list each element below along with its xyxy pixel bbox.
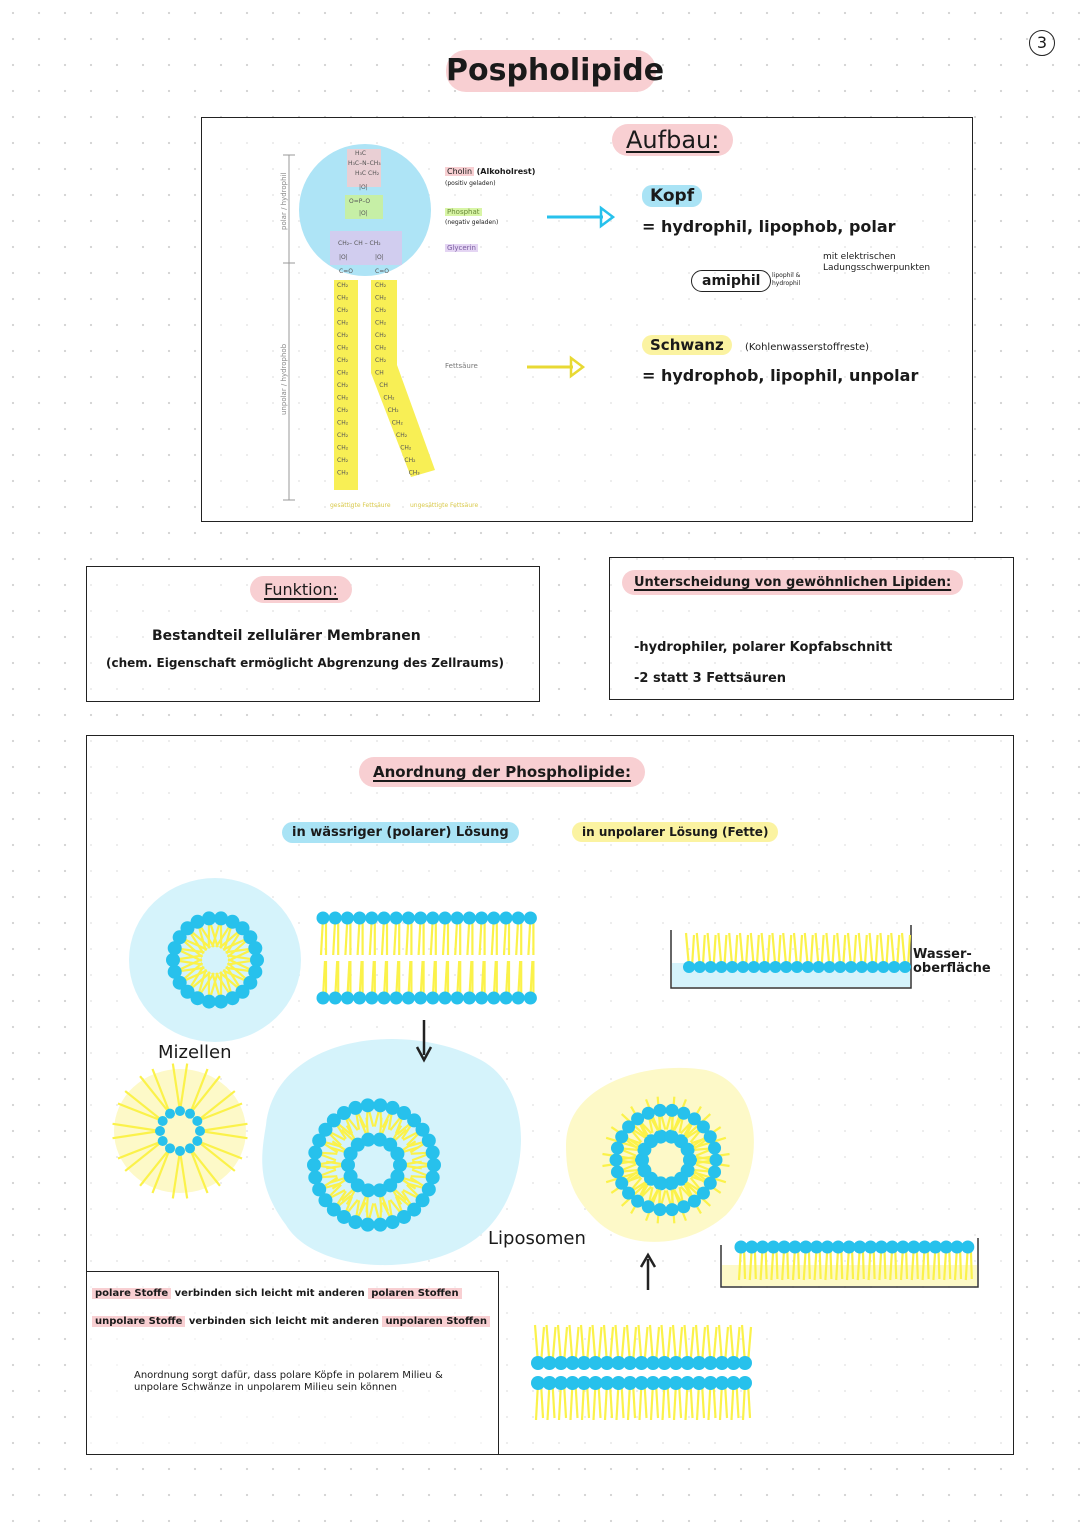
svg-text:CH₂: CH₂ bbox=[337, 370, 349, 377]
svg-text:H₃C CH₂: H₃C CH₂ bbox=[355, 170, 380, 177]
saturated-label: gesättigte Fettsäure bbox=[330, 502, 391, 509]
svg-text:CH₂: CH₂ bbox=[337, 345, 349, 352]
svg-text:CH₂: CH₂ bbox=[337, 407, 349, 414]
svg-text:CH₂: CH₂ bbox=[375, 357, 387, 364]
svg-text:CH₂: CH₂ bbox=[375, 282, 387, 289]
unterscheidung-heading: Unterscheidung von gewöhnlichen Lipiden: bbox=[622, 570, 964, 595]
svg-text:CH₂: CH₂ bbox=[337, 307, 349, 314]
note-unpolar: unpolare Stoffe verbinden sich leicht mi… bbox=[92, 1316, 491, 1327]
kopf-label: Kopf bbox=[642, 185, 703, 207]
svg-text:CH₂: CH₂ bbox=[375, 295, 387, 302]
svg-text:|O|: |O| bbox=[375, 254, 384, 261]
svg-text:CH: CH bbox=[379, 382, 388, 389]
funktion-box bbox=[86, 566, 540, 702]
unterscheidung-item-1: -2 statt 3 Fettsäuren bbox=[634, 671, 787, 686]
liposomen-label: Liposomen bbox=[488, 1228, 586, 1249]
kopf-desc: = hydrophil, lipophob, polar bbox=[642, 217, 896, 236]
svg-text:CH₂: CH₂ bbox=[396, 432, 408, 439]
svg-text:CH₂: CH₂ bbox=[337, 295, 349, 302]
funktion-line1: Bestandteil zellulärer Membranen bbox=[152, 628, 421, 644]
svg-text:|O|: |O| bbox=[359, 184, 368, 191]
unterscheidung-item-0: -hydrophiler, polarer Kopfabschnitt bbox=[634, 640, 893, 655]
svg-text:CH₂: CH₂ bbox=[375, 345, 387, 352]
arrow-to-kopf bbox=[547, 205, 615, 229]
svg-text:O=P–O: O=P–O bbox=[349, 198, 370, 205]
wasser-label: Wasser-oberfläche bbox=[913, 947, 991, 976]
svg-text:CH₂: CH₂ bbox=[375, 332, 387, 339]
svg-text:CH₂: CH₂ bbox=[388, 407, 400, 414]
svg-text:CH₂: CH₂ bbox=[392, 420, 404, 427]
svg-text:C=O: C=O bbox=[339, 268, 353, 275]
polar-solution-label: in wässriger (polarer) Lösung bbox=[282, 822, 519, 843]
cholin-label: Cholin (Alkoholrest) (positiv geladen) bbox=[445, 167, 536, 187]
kopf-note: mit elektrischen Ladungsschwerpunkten bbox=[823, 252, 931, 273]
svg-text:C=O: C=O bbox=[375, 268, 389, 275]
svg-text:H₃C: H₃C bbox=[355, 150, 366, 157]
schwanz-desc: = hydrophob, lipophil, unpolar bbox=[642, 366, 919, 385]
funktion-line2: (chem. Eigenschaft ermöglicht Abgrenzung… bbox=[106, 656, 505, 670]
svg-text:H₃C–N–CH₃: H₃C–N–CH₃ bbox=[348, 160, 381, 167]
page-number: 3 bbox=[1029, 30, 1055, 56]
note-polar: polare Stoffe verbinden sich leicht mit … bbox=[92, 1288, 462, 1299]
svg-text:CH₂: CH₂ bbox=[337, 282, 349, 289]
micelle-water-blob bbox=[129, 878, 301, 1042]
svg-text:CH₂: CH₂ bbox=[337, 320, 349, 327]
anordnung-heading: Anordnung der Phospholipide: bbox=[359, 757, 645, 787]
svg-text:CH₂: CH₂ bbox=[337, 432, 349, 439]
svg-text:CH₃: CH₃ bbox=[337, 470, 349, 477]
svg-text:CH₂: CH₂ bbox=[337, 420, 349, 427]
svg-text:CH₂: CH₂ bbox=[383, 395, 395, 402]
svg-text:|O|: |O| bbox=[359, 210, 368, 217]
fettsaeure-label: Fettsäure bbox=[445, 362, 478, 370]
note-anordnung: Anordnung sorgt dafür, dass polare Köpfe… bbox=[134, 1370, 443, 1393]
schwanz-label: Schwanz (Kohlenwasserstoffreste) bbox=[642, 335, 869, 355]
small-micelle-blob bbox=[114, 1069, 246, 1193]
svg-text:CH₂– CH – CH₂: CH₂– CH – CH₂ bbox=[338, 240, 381, 247]
amphiphil-badge: amiphil bbox=[691, 270, 772, 292]
svg-text:CH₂: CH₂ bbox=[337, 395, 349, 402]
notes-box bbox=[86, 1271, 499, 1455]
svg-text:CH₂: CH₂ bbox=[337, 332, 349, 339]
phospholipid-structure-diagram: polar / hydrophil unpolar / hydrophob H₃… bbox=[280, 144, 479, 509]
axis-polar-label: polar / hydrophil bbox=[280, 172, 288, 230]
svg-text:CH₂: CH₂ bbox=[375, 320, 387, 327]
unsaturated-tail bbox=[371, 280, 435, 477]
funktion-heading: Funktion: bbox=[250, 576, 352, 603]
mizellen-label: Mizellen bbox=[158, 1042, 232, 1063]
glycerin-label: Glycerin bbox=[445, 244, 478, 252]
svg-text:CH₃: CH₃ bbox=[409, 470, 421, 477]
saturated-tail bbox=[334, 280, 358, 490]
svg-text:|O|: |O| bbox=[339, 254, 348, 261]
unpolar-solution-label: in unpolarer Lösung (Fette) bbox=[572, 822, 779, 842]
phospholipid-arrangements bbox=[112, 878, 979, 1421]
svg-text:CH₂: CH₂ bbox=[400, 445, 412, 452]
aufbau-heading: Aufbau: bbox=[612, 124, 734, 156]
svg-text:CH₂: CH₂ bbox=[337, 357, 349, 364]
arrow-to-schwanz bbox=[527, 355, 585, 379]
svg-text:CH₂: CH₂ bbox=[404, 457, 416, 464]
axis-unpolar-label: unpolar / hydrophob bbox=[280, 343, 288, 415]
svg-text:CH₂: CH₂ bbox=[375, 307, 387, 314]
phosphat-label: Phosphat (negativ geladen) bbox=[445, 208, 499, 226]
svg-text:CH₂: CH₂ bbox=[337, 445, 349, 452]
svg-text:CH₂: CH₂ bbox=[337, 457, 349, 464]
amphiphil-note: lipophil & hydrophil bbox=[772, 272, 801, 287]
svg-text:CH: CH bbox=[375, 370, 384, 377]
unsaturated-label: ungesättigte Fettsäure bbox=[410, 502, 479, 509]
svg-text:CH₂: CH₂ bbox=[337, 382, 349, 389]
page-title: Pospholipide bbox=[446, 50, 664, 92]
